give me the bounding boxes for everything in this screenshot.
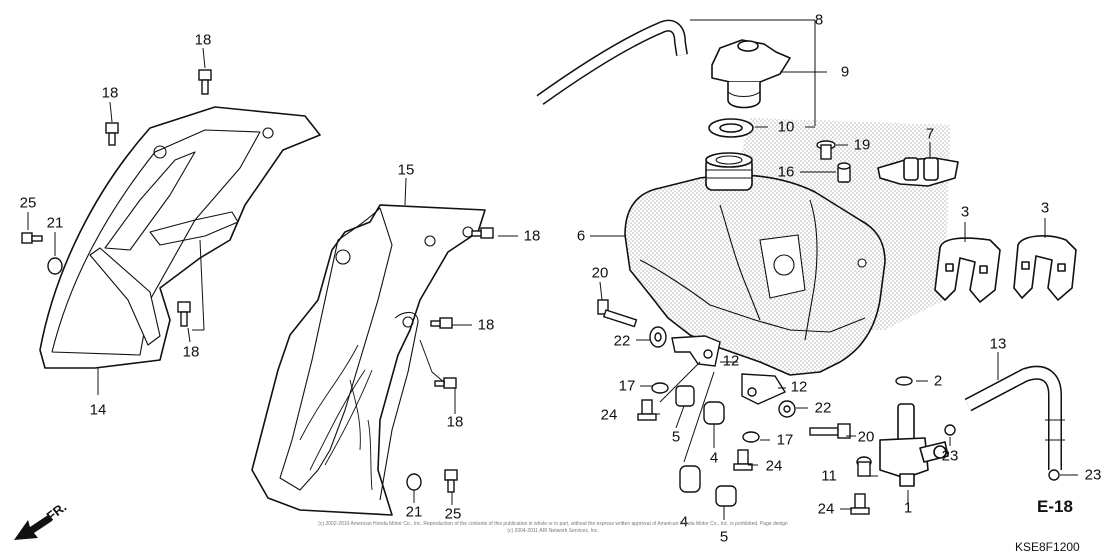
callout-18: 18 bbox=[194, 31, 212, 49]
cap-gasket bbox=[708, 118, 754, 138]
callout-12: 12 bbox=[722, 352, 740, 370]
left-shroud bbox=[39, 106, 321, 369]
callout-5: 5 bbox=[719, 528, 729, 546]
callout-9: 9 bbox=[840, 63, 850, 81]
callout-12: 12 bbox=[790, 378, 808, 396]
callout-25: 25 bbox=[444, 505, 462, 523]
callout-7: 7 bbox=[925, 125, 935, 143]
callout-19: 19 bbox=[853, 136, 871, 154]
clamp-right bbox=[1013, 235, 1077, 301]
callout-24: 24 bbox=[765, 457, 783, 475]
callout-22: 22 bbox=[613, 332, 631, 350]
callout-24: 24 bbox=[817, 500, 835, 518]
callout-18: 18 bbox=[182, 343, 200, 361]
hardware bbox=[21, 69, 1060, 515]
callout-14: 14 bbox=[89, 401, 107, 419]
front-direction-arrow bbox=[14, 515, 52, 540]
callout-18: 18 bbox=[101, 84, 119, 102]
breather-tube bbox=[536, 19, 688, 105]
clamp-left bbox=[934, 237, 1001, 303]
section-reference: E-18 bbox=[1037, 497, 1073, 516]
callout-21: 21 bbox=[46, 214, 64, 232]
callout-20: 20 bbox=[857, 428, 875, 446]
callout-22: 22 bbox=[814, 399, 832, 417]
callout-6: 6 bbox=[576, 227, 586, 245]
callout-21: 21 bbox=[405, 503, 423, 521]
fuel-tank bbox=[624, 118, 950, 376]
copyright-notice: (c) 2002-2010 American Honda Motor Co., … bbox=[318, 521, 788, 534]
callout-8: 8 bbox=[814, 11, 824, 29]
right-shroud bbox=[251, 204, 486, 516]
leader-lines bbox=[27, 19, 1078, 520]
callout-4: 4 bbox=[679, 513, 689, 531]
callout-13: 13 bbox=[989, 335, 1007, 353]
fuel-cap bbox=[711, 39, 791, 109]
callout-25: 25 bbox=[19, 194, 37, 212]
callout-4: 4 bbox=[709, 449, 719, 467]
callout-2: 2 bbox=[933, 372, 943, 390]
callout-5: 5 bbox=[671, 428, 681, 446]
callout-16: 16 bbox=[777, 163, 795, 181]
callout-1: 1 bbox=[903, 499, 913, 517]
callout-18: 18 bbox=[446, 413, 464, 431]
fuel-hose bbox=[964, 365, 1065, 470]
callout-3: 3 bbox=[960, 203, 970, 221]
bolt-19 bbox=[816, 140, 836, 160]
callout-17: 17 bbox=[618, 377, 636, 395]
callout-23: 23 bbox=[941, 447, 959, 465]
callout-18: 18 bbox=[523, 227, 541, 245]
fuel-valve bbox=[879, 403, 949, 487]
callout-3: 3 bbox=[1040, 199, 1050, 217]
tank-mounting-rubber bbox=[877, 157, 959, 187]
callout-24: 24 bbox=[600, 406, 618, 424]
callout-23: 23 bbox=[1084, 466, 1102, 484]
callout-15: 15 bbox=[397, 161, 415, 179]
callout-20: 20 bbox=[591, 264, 609, 282]
diagram-code: KSE8F1200 bbox=[1015, 540, 1080, 554]
callout-17: 17 bbox=[776, 431, 794, 449]
collar-16 bbox=[837, 162, 851, 183]
callout-11: 11 bbox=[821, 467, 837, 485]
callout-18: 18 bbox=[477, 316, 495, 334]
callout-10: 10 bbox=[777, 118, 795, 136]
